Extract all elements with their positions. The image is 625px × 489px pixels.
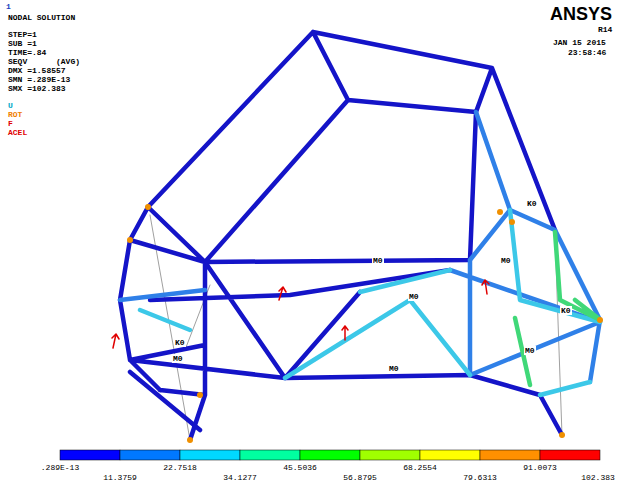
symbol-key: U: [8, 101, 13, 110]
time-text: 23:58:46: [568, 48, 606, 57]
element-tag: M0: [524, 346, 536, 355]
thin-spring-line: [150, 215, 562, 440]
header-text: NODAL SOLUTION: [8, 13, 75, 22]
frame-tube-cyan: [140, 210, 600, 395]
scale-value: 22.7518: [163, 463, 197, 472]
header-text: SUB =1: [8, 39, 37, 48]
symbol-key: ACEL: [8, 128, 27, 137]
scale-value: .289E-13: [41, 463, 79, 472]
frame-tube-low: [120, 32, 562, 440]
symbol-key: F: [8, 119, 13, 128]
scale-value: 79.6313: [463, 473, 497, 482]
scale-value: 34.1277: [223, 473, 257, 482]
scale-value: 91.0073: [523, 463, 557, 472]
element-tag: M0: [172, 354, 184, 363]
version-text: R14: [598, 25, 612, 34]
element-tag: M0: [372, 256, 384, 265]
scale-value: 56.8795: [343, 473, 377, 482]
brand-name: ANSYS: [550, 4, 612, 25]
frame-tube-mid: [120, 112, 600, 382]
header-text: STEP=1: [8, 30, 37, 39]
scale-value: 102.383: [581, 473, 615, 482]
scale-value: 68.2554: [403, 463, 437, 472]
scale-value: 11.3759: [103, 473, 137, 482]
element-tag: K0: [526, 199, 538, 208]
header-text: SEQV (AVG): [8, 57, 80, 66]
frame-tube-green: [515, 232, 600, 385]
header-text: SMN =.289E-13: [8, 75, 70, 84]
support-marker: [127, 204, 603, 443]
symbol-key: ROT: [8, 110, 22, 119]
scale-value: 45.5036: [283, 463, 317, 472]
element-tag: M0: [500, 256, 512, 265]
force-arrow: [112, 280, 489, 348]
header-text: SMX =102.383: [8, 84, 66, 93]
window-number: 1: [6, 2, 11, 11]
element-tag: M0: [408, 292, 420, 301]
date-text: JAN 15 2015: [553, 38, 606, 47]
element-tag: K0: [174, 338, 186, 347]
element-tag: K0: [560, 306, 572, 315]
header-text: DMX =1.58557: [8, 66, 66, 75]
element-tag: M0: [388, 364, 400, 373]
color-scale-bar: [60, 450, 600, 460]
header-text: TIME=.84: [8, 48, 46, 57]
